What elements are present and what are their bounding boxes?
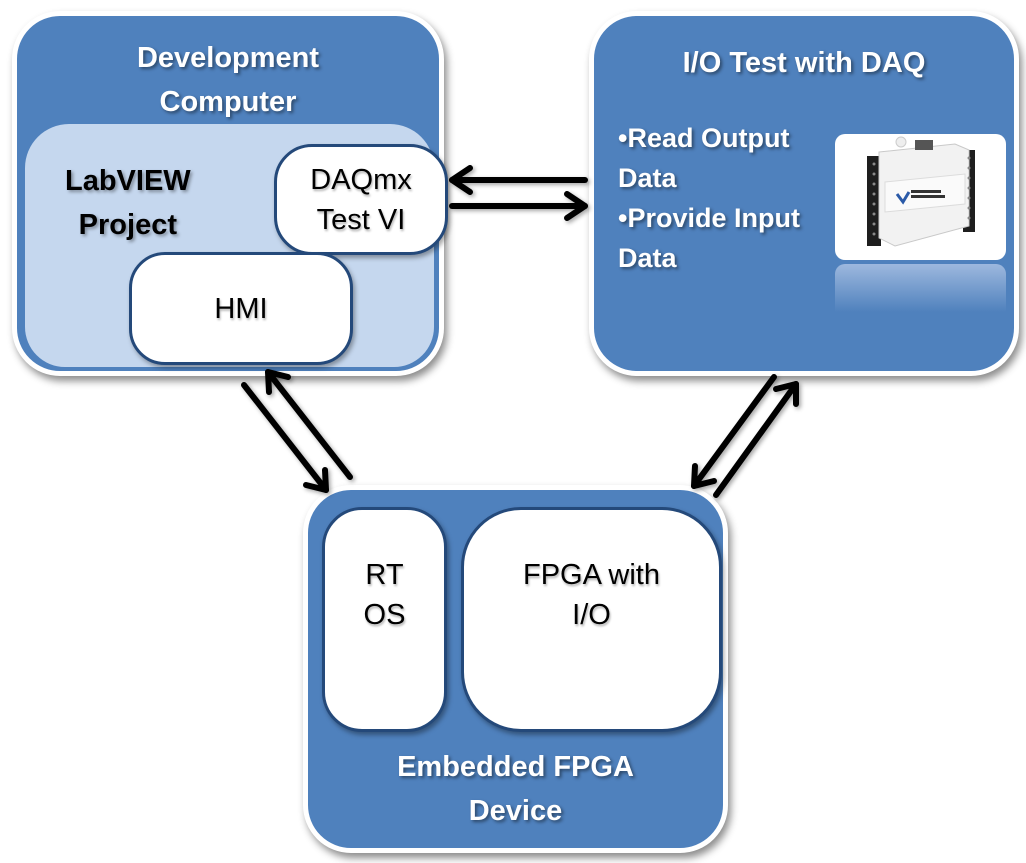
title-line-1: Development: [136, 42, 320, 74]
title-line-1: Embedded FPGA: [397, 751, 634, 783]
io-test-bullets: •Read Output Data •Provide Input Data: [618, 118, 800, 278]
brand-text-mark: [911, 190, 941, 193]
label-line-1: LabVIEW: [65, 165, 191, 197]
daq-device-icon: [867, 136, 975, 247]
bullet-line-2: Data: [618, 243, 677, 273]
terminal-block-left: [867, 156, 881, 246]
bullet-provide-input: •Provide Input Data: [618, 198, 800, 278]
daqmx-line-2: Test VI: [316, 203, 406, 236]
ni-logo: [895, 191, 911, 205]
title-line-2: Device: [468, 795, 563, 827]
development-computer-title: Development Computer: [17, 36, 439, 124]
arrow-embedded-to-io: [713, 381, 799, 498]
development-computer-block: Development Computer LabVIEW Project DAQ…: [12, 11, 448, 376]
arrow-dev-to-embedded: [241, 382, 329, 493]
fpga-line-1: FPGA with: [523, 558, 660, 591]
bullet-line-1: •Read Output: [618, 123, 790, 153]
arrow-daqmx-to-io: [449, 191, 588, 221]
labview-project-panel: LabVIEW Project DAQmx Test VI HMI: [25, 124, 448, 367]
title-line-2: Computer: [159, 86, 297, 118]
fpga-with-io-box: FPGA with I/O: [461, 507, 722, 732]
fpga-line-2: I/O: [572, 598, 611, 631]
rt-os-box: RT OS: [322, 507, 447, 732]
rt-line-2: OS: [363, 598, 406, 631]
daqmx-test-vi-box: DAQmx Test VI: [274, 144, 448, 255]
io-test-block: I/O Test with DAQ •Read Output Data •Pro…: [589, 11, 1019, 376]
bullet-read-output: •Read Output Data: [618, 118, 800, 198]
io-test-title: I/O Test with DAQ: [682, 47, 926, 79]
labview-project-label: LabVIEW Project: [65, 159, 191, 247]
usb-port: [915, 140, 933, 150]
daq-device-image: [835, 134, 1006, 260]
rt-line-1: RT: [365, 558, 404, 591]
brand-text-mark: [911, 195, 945, 198]
bullet-line-1: •Provide Input: [618, 203, 800, 233]
hmi-box: HMI: [129, 252, 353, 365]
arrow-embedded-to-hmi: [265, 369, 353, 480]
bullet-line-2: Data: [618, 163, 677, 193]
mount-tab: [895, 136, 907, 148]
label-line-2: Project: [78, 209, 177, 241]
hmi-label: HMI: [214, 292, 268, 325]
arrow-io-to-daqmx: [449, 165, 588, 195]
arrow-io-to-embedded: [691, 374, 777, 489]
embedded-device-title: Embedded FPGA Device: [308, 745, 723, 833]
daqmx-line-1: DAQmx: [310, 163, 412, 196]
embedded-fpga-device-block: RT OS FPGA with I/O Embedded FPGA Device: [303, 485, 728, 853]
daq-image-reflection: [835, 264, 1006, 312]
